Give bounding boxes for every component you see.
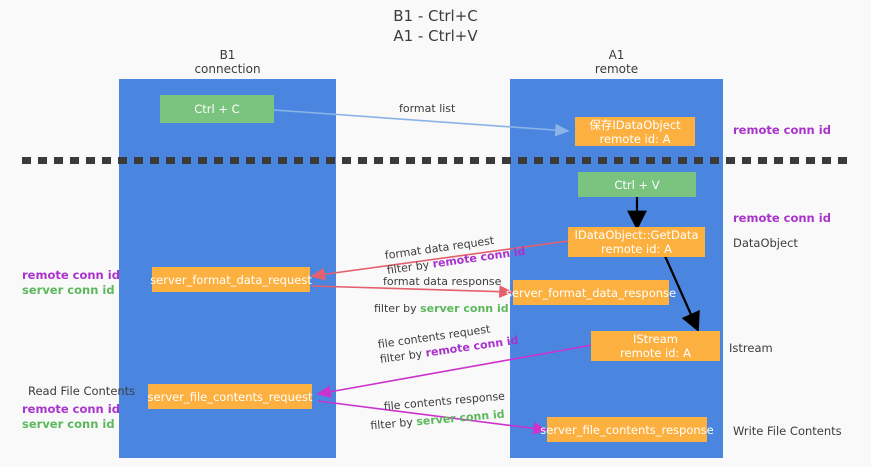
node-server-file-contents-request-label: server_file_contents_request xyxy=(147,389,313,404)
node-ctrl-c-label: Ctrl + C xyxy=(194,102,240,116)
annotation-remote-conn-id: remote conn id xyxy=(22,268,120,282)
edge-label-format-data-response-filter: filter by server conn id xyxy=(374,301,509,316)
edge-format-data-request xyxy=(310,240,569,281)
node-server-file-contents-response[interactable]: server_file_contents_response xyxy=(540,417,714,442)
node-idataobject-getdata-line2: remote id: A xyxy=(601,242,672,256)
edge-label-format-data-response-text: format data response xyxy=(383,275,502,288)
lane-header-a1: A1 remote xyxy=(510,48,723,76)
node-istream-line1: IStream xyxy=(632,332,678,346)
edge-file-contents-request xyxy=(316,344,593,399)
lane-header-b1: B1 connection xyxy=(119,48,336,76)
node-ctrl-v-label: Ctrl + V xyxy=(614,177,660,192)
annotation-text: Read File Contents xyxy=(28,384,136,398)
phase-divider xyxy=(22,157,850,164)
annotation-left-mid-conn-ids: remote conn id server conn id xyxy=(22,268,120,298)
annotation-text: Write File Contents xyxy=(733,424,842,438)
filter-prefix: filter by xyxy=(374,302,421,315)
node-server-format-data-response-label: server_format_data_response xyxy=(505,285,677,300)
annotation-left-bot-conn-ids: remote conn id server conn id xyxy=(22,402,120,432)
node-idataobject-getdata-line1: IDataObject::GetData xyxy=(574,228,699,242)
annotation-text: remote conn id xyxy=(733,123,831,137)
node-server-format-data-request[interactable]: server_format_data_request xyxy=(150,267,312,292)
annotation-text: DataObject xyxy=(733,236,798,250)
annotation-read-file-contents: Read File Contents xyxy=(28,384,135,399)
annotation-right-mid-remote-conn-id: remote conn id xyxy=(733,211,831,226)
node-idataobject-getdata[interactable]: IDataObject::GetData remote id: A xyxy=(568,227,705,257)
node-server-format-data-request-label: server_format_data_request xyxy=(150,272,312,287)
node-server-format-data-response[interactable]: server_format_data_response xyxy=(506,280,676,305)
lane-header-b1-name: B1 xyxy=(219,48,236,62)
annotation-right-top-remote-conn-id: remote conn id xyxy=(733,123,831,138)
filter-prefix: filter by xyxy=(369,415,417,433)
node-save-idataobject[interactable]: 保存IDataObject remote id: A xyxy=(575,117,695,146)
annotation-istream: Istream xyxy=(729,341,773,356)
annotation-text: Istream xyxy=(729,341,773,355)
edge-format-data-response xyxy=(311,285,514,299)
annotation-remote-conn-id: remote conn id xyxy=(22,402,120,416)
annotation-server-conn-id: server conn id xyxy=(22,417,115,431)
node-istream[interactable]: IStream remote id: A xyxy=(591,331,720,361)
annotation-write-file-contents: Write File Contents xyxy=(733,424,842,439)
node-ctrl-v[interactable]: Ctrl + V xyxy=(578,172,696,197)
diagram-title: B1 - Ctrl+C A1 - Ctrl+V xyxy=(0,6,871,46)
lane-header-a1-role: remote xyxy=(594,62,639,76)
edge-label-format-list-text: format list xyxy=(399,102,456,115)
edge-label-format-list: format list xyxy=(399,101,455,116)
edge-file-contents-response xyxy=(317,400,548,435)
node-istream-line2: remote id: A xyxy=(620,346,691,360)
node-server-file-contents-request[interactable]: server_file_contents_request xyxy=(148,384,312,409)
annotation-server-conn-id: server conn id xyxy=(22,283,115,297)
node-save-idataobject-line2: remote id: A xyxy=(599,131,671,146)
title-line-2: A1 - Ctrl+V xyxy=(393,27,478,45)
edge-getdata-to-istream xyxy=(663,255,700,333)
node-save-idataobject-line1: 保存IDataObject xyxy=(589,117,681,132)
node-ctrl-c[interactable]: Ctrl + C xyxy=(160,95,274,123)
lane-header-b1-role: connection xyxy=(194,62,261,76)
annotation-text: remote conn id xyxy=(733,211,831,225)
edge-format-list xyxy=(273,109,570,137)
edge-label-format-data-response: format data response filter by server co… xyxy=(374,274,509,316)
annotation-dataobject: DataObject xyxy=(733,236,798,251)
filter-value-server-conn-id: server conn id xyxy=(420,302,509,315)
lane-header-a1-name: A1 xyxy=(608,48,625,62)
node-server-file-contents-response-label: server_file_contents_response xyxy=(540,422,714,437)
title-line-1: B1 - Ctrl+C xyxy=(393,7,478,25)
